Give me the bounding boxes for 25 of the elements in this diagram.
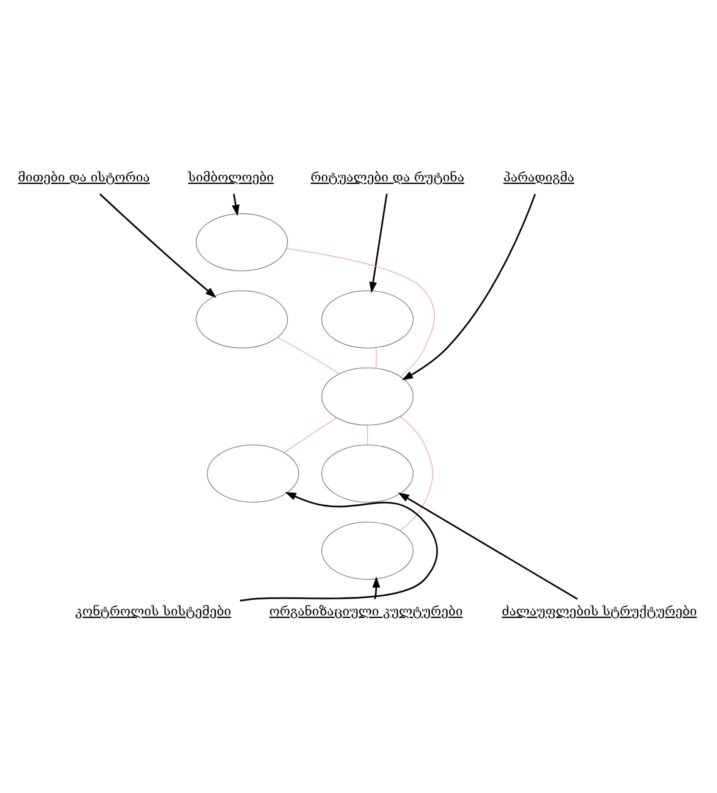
connector bbox=[286, 248, 435, 377]
connector bbox=[400, 416, 434, 531]
node-text: რიტუალები და რუტინა bbox=[310, 170, 464, 185]
connector bbox=[367, 424, 368, 446]
connector bbox=[284, 417, 337, 453]
arrow bbox=[240, 492, 438, 602]
node-ellipse bbox=[321, 522, 414, 580]
arrow bbox=[369, 194, 388, 294]
node-text: ორგანიზაციული კულტურები bbox=[269, 604, 463, 619]
arrow bbox=[398, 492, 578, 600]
arrow bbox=[402, 194, 536, 380]
arrow bbox=[232, 194, 240, 216]
node-text: ძალაუფლების სტრუქტურები bbox=[502, 604, 697, 619]
node-text: სიმბოლოები bbox=[188, 170, 274, 185]
node-ellipse bbox=[321, 290, 414, 348]
node-text: პარადიგმა bbox=[503, 170, 574, 185]
node-ellipse bbox=[196, 213, 288, 272]
node-text: კონტროლის სისტემები bbox=[75, 604, 232, 619]
arrow bbox=[99, 193, 216, 298]
connector bbox=[278, 336, 340, 374]
arrow bbox=[372, 576, 380, 600]
node-ellipse bbox=[196, 290, 288, 348]
node-text: მითები და ისტორია bbox=[18, 170, 150, 185]
connector bbox=[376, 347, 377, 369]
node-ellipse bbox=[206, 444, 300, 503]
